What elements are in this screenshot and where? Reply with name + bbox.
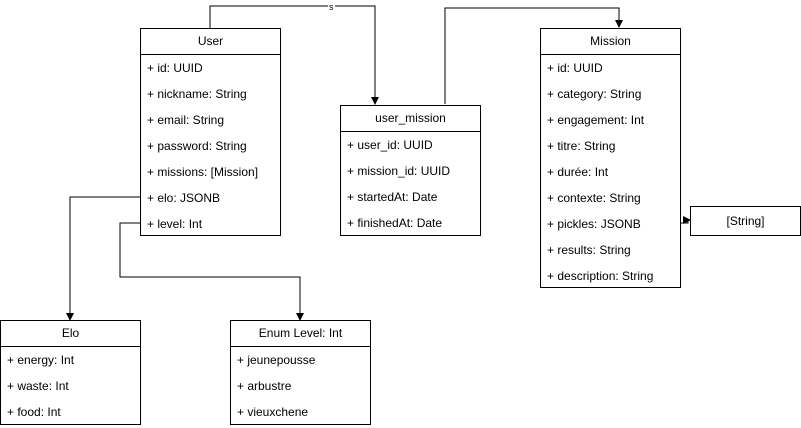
class-user-mission[interactable]: user_mission + user_id: UUID + mission_i… <box>340 105 481 236</box>
field: + password: String <box>147 139 247 153</box>
field: + level: Int <box>147 217 203 231</box>
class-enum-level[interactable]: Enum Level: Int + jeunepousse + arbustre… <box>230 320 371 425</box>
field: + jeunepousse <box>237 353 316 367</box>
field: + durée: Int <box>547 165 609 179</box>
field: + pickles: JSONB <box>547 217 641 231</box>
field: + finishedAt: Date <box>347 216 443 230</box>
edge-elo-to-elo-class <box>66 196 140 321</box>
field: + id: UUID <box>147 61 203 75</box>
field: + user_id: UUID <box>347 138 433 152</box>
class-title: Elo <box>1 321 140 347</box>
field: + vieuxchene <box>237 405 309 419</box>
edge-user-mission-to-mission <box>444 7 623 104</box>
class-user[interactable]: User + id: UUID + nickname: String + ema… <box>140 28 281 236</box>
field: + email: String <box>147 113 225 127</box>
field: + mission_id: UUID <box>347 164 451 178</box>
field: + elo: JSONB <box>147 191 221 205</box>
field: + description: String <box>547 269 654 283</box>
edge-level-to-enum-level <box>119 222 304 321</box>
edge-pickles-to-string <box>681 216 691 224</box>
field: + energy: Int <box>7 353 75 367</box>
class-mission[interactable]: Mission + id: UUID + category: String + … <box>540 28 681 288</box>
field: + engagement: Int <box>547 113 645 127</box>
field: + id: UUID <box>547 61 603 75</box>
class-title: Mission <box>541 29 680 55</box>
class-title: user_mission <box>341 106 480 132</box>
edge-label: s <box>328 2 335 12</box>
class-title: User <box>141 29 280 55</box>
field: + category: String <box>547 87 642 101</box>
class-title: Enum Level: Int <box>231 321 370 347</box>
field: + titre: String <box>547 139 616 153</box>
class-title: [String] <box>726 214 765 228</box>
class-elo[interactable]: Elo + energy: Int + waste: Int + food: I… <box>0 320 141 425</box>
field: + waste: Int <box>7 379 69 393</box>
field: + contexte: String <box>547 191 641 205</box>
field: + results: String <box>547 243 631 257</box>
edge-user-to-user-mission <box>209 5 379 105</box>
field: + food: Int <box>7 405 61 419</box>
field: + missions: [Mission] <box>147 165 259 179</box>
field: + startedAt: Date <box>347 190 438 204</box>
class-string-list[interactable]: [String] <box>690 206 801 236</box>
field: + nickname: String <box>147 87 247 101</box>
field: + arbustre <box>237 379 292 393</box>
